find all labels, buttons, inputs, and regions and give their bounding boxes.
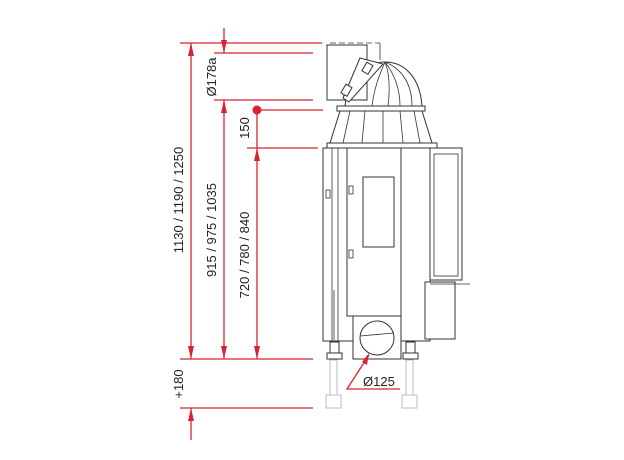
air-inlet-circle <box>359 320 395 356</box>
dimension-lines <box>180 28 400 440</box>
outlet-height-label: 720 / 780 / 840 <box>237 212 252 299</box>
flue-height-label: 915 / 975 / 1035 <box>204 183 219 277</box>
side-panel <box>429 147 463 281</box>
door-window <box>362 176 395 248</box>
offset-label: 150 <box>237 117 252 139</box>
air-inlet-diameter-label: Ø125 <box>363 374 395 389</box>
leg-extension-label: +180 <box>171 369 186 398</box>
leg-extension-ghost <box>325 359 418 409</box>
flue-diameter-label: Ø178a <box>204 57 219 97</box>
fireplace-insert <box>322 42 470 409</box>
legs <box>326 341 419 360</box>
reference-dot <box>252 105 262 115</box>
total-height-label: 1130 / 1190 / 1250 <box>171 147 186 254</box>
